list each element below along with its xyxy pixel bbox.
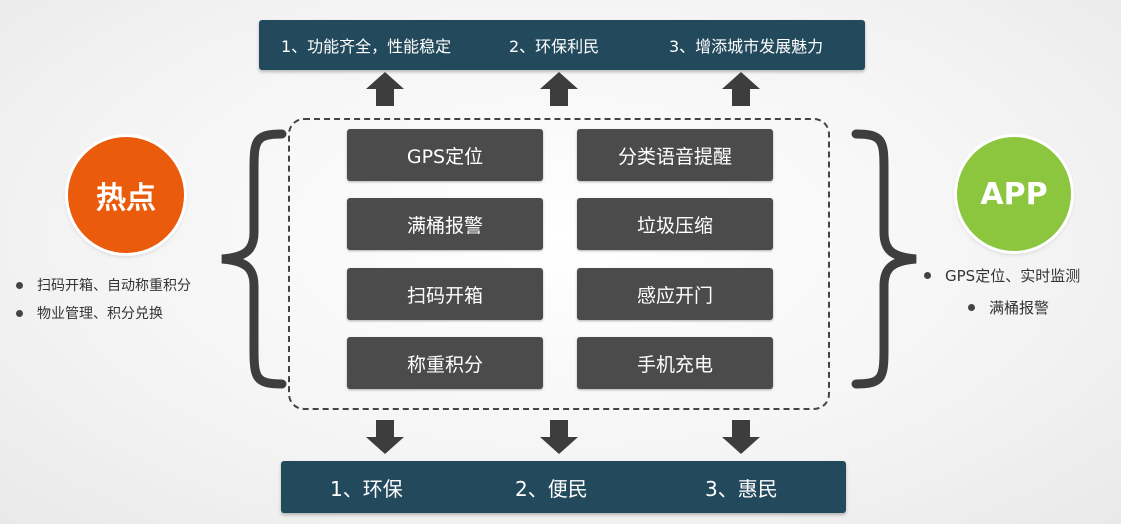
left-bullet-2: 物业管理、积分兑换 xyxy=(16,303,163,323)
feature-phone-charging: 手机充电 xyxy=(577,337,773,389)
hotspot-label: 热点 xyxy=(96,181,156,216)
left-bullet-text-2: 物业管理、积分兑换 xyxy=(37,306,163,322)
feature-sensor-door: 感应开门 xyxy=(577,268,773,320)
right-bullet-text-2: 满桶报警 xyxy=(989,299,1050,317)
up-arrow-icon xyxy=(722,72,760,106)
bottom-banner-item-2: 2、便民 xyxy=(515,476,588,501)
up-arrow-icon xyxy=(366,72,404,106)
down-arrow-icon xyxy=(722,420,760,454)
bullet-dot-icon xyxy=(924,272,931,279)
feature-weigh-points: 称重积分 xyxy=(347,337,543,389)
right-brace-icon xyxy=(850,128,924,394)
right-bullet-text-1: GPS定位、实时监测 xyxy=(945,267,1081,285)
bullet-dot-icon xyxy=(16,309,23,317)
feature-voice-reminder: 分类语音提醒 xyxy=(577,129,773,181)
top-banner-item-2: 2、环保利民 xyxy=(509,37,600,56)
feature-scan-open: 扫码开箱 xyxy=(347,268,543,320)
bottom-banner-item-3: 3、惠民 xyxy=(705,476,778,501)
app-label: APP xyxy=(980,176,1048,212)
down-arrow-icon xyxy=(540,420,578,454)
feature-compression: 垃圾压缩 xyxy=(577,198,773,250)
right-bullet-1: GPS定位、实时监测 xyxy=(924,265,1080,286)
bullet-dot-icon xyxy=(968,304,975,311)
feature-gps: GPS定位 xyxy=(347,129,543,181)
hotspot-circle: 热点 xyxy=(68,137,184,253)
app-circle: APP xyxy=(957,137,1071,251)
down-arrow-icon xyxy=(366,420,404,454)
right-bullet-2: 满桶报警 xyxy=(968,297,1049,318)
bottom-banner: 1、环保 2、便民 3、惠民 xyxy=(281,461,846,513)
top-banner-item-3: 3、增添城市发展魅力 xyxy=(669,37,824,56)
left-bullet-1: 扫码开箱、自动称重积分 xyxy=(16,275,191,295)
bullet-dot-icon xyxy=(16,281,23,289)
features-container xyxy=(288,118,830,410)
up-arrow-icon xyxy=(540,72,578,106)
bottom-banner-item-1: 1、环保 xyxy=(330,476,403,501)
left-brace-icon xyxy=(214,128,288,394)
left-bullet-text-1: 扫码开箱、自动称重积分 xyxy=(37,278,191,294)
top-banner-item-1: 1、功能齐全，性能稳定 xyxy=(281,37,452,56)
top-banner: 1、功能齐全，性能稳定 2、环保利民 3、增添城市发展魅力 xyxy=(259,20,865,70)
feature-full-alarm: 满桶报警 xyxy=(347,198,543,250)
